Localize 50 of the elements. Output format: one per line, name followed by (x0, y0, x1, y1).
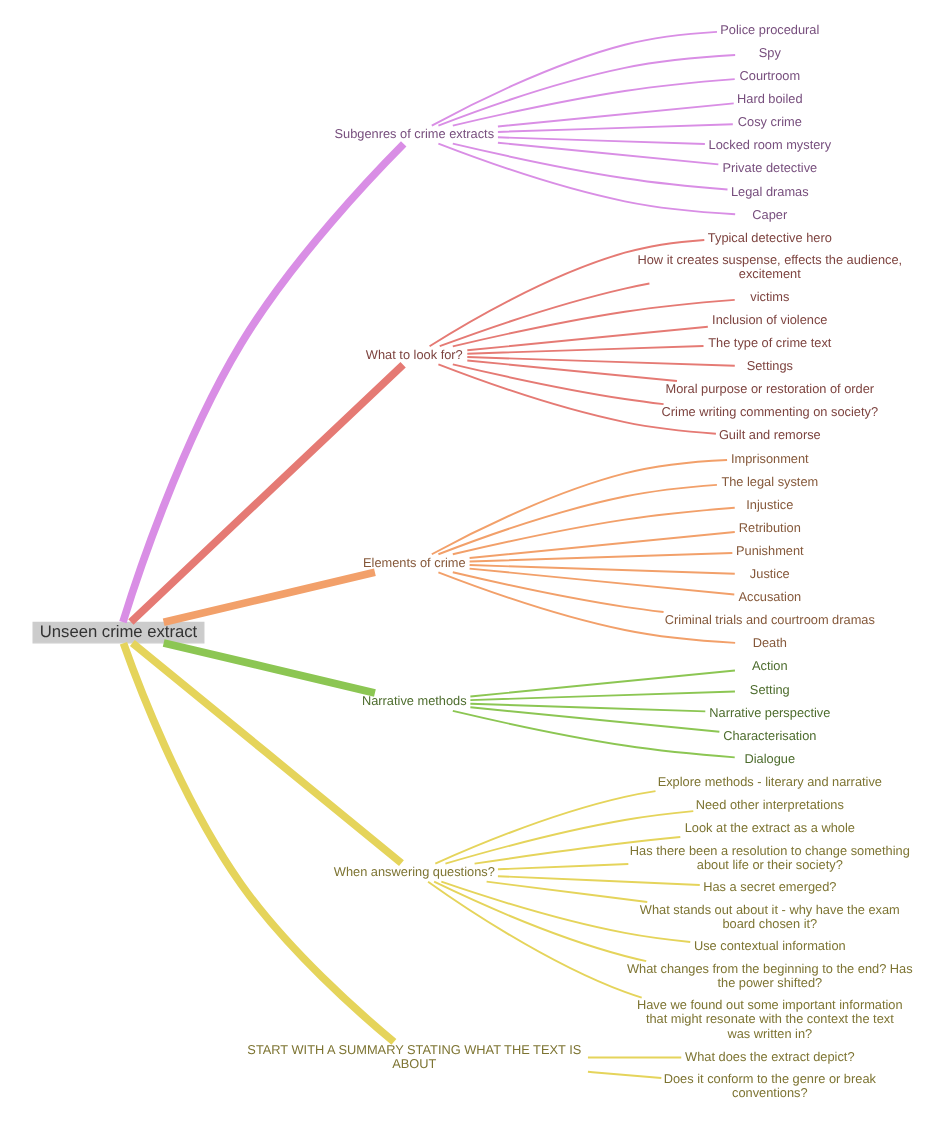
connector (468, 564, 736, 575)
connector (485, 880, 649, 904)
connector (451, 298, 736, 348)
connector (466, 356, 736, 367)
connector (128, 361, 406, 625)
connector (451, 709, 736, 759)
connector (496, 863, 630, 871)
connector (129, 639, 404, 867)
connector (469, 702, 707, 713)
connector (437, 142, 737, 216)
connector (119, 642, 397, 1045)
connector (496, 102, 735, 128)
connector (437, 571, 737, 644)
connector (444, 810, 695, 865)
connector (428, 239, 706, 348)
connector (438, 282, 651, 348)
connector (430, 30, 718, 127)
connector (466, 325, 709, 352)
connector (496, 123, 734, 133)
connector (451, 363, 665, 406)
connector (451, 78, 736, 127)
connector (468, 567, 736, 596)
connector (496, 136, 706, 146)
connector (468, 551, 734, 563)
connector (451, 506, 736, 556)
connector (451, 142, 729, 191)
connector (496, 875, 701, 886)
connector (496, 141, 720, 166)
connector (586, 1070, 663, 1079)
connector (469, 690, 736, 702)
connector (433, 880, 648, 963)
connector (466, 344, 705, 355)
connector (437, 363, 717, 435)
connector (468, 530, 736, 559)
connector (586, 1056, 683, 1059)
connector (469, 669, 736, 698)
connector (437, 483, 718, 556)
connector (430, 459, 729, 556)
connector (162, 568, 376, 626)
connector (451, 571, 665, 613)
connector (469, 706, 721, 733)
connector (473, 836, 682, 865)
connector (440, 880, 692, 943)
connector (466, 359, 678, 382)
connector (434, 790, 657, 865)
connector (119, 141, 407, 624)
connector (427, 880, 643, 999)
connector (162, 639, 376, 697)
connector (437, 54, 737, 127)
node-box: Unseen crime extract (32, 621, 205, 644)
